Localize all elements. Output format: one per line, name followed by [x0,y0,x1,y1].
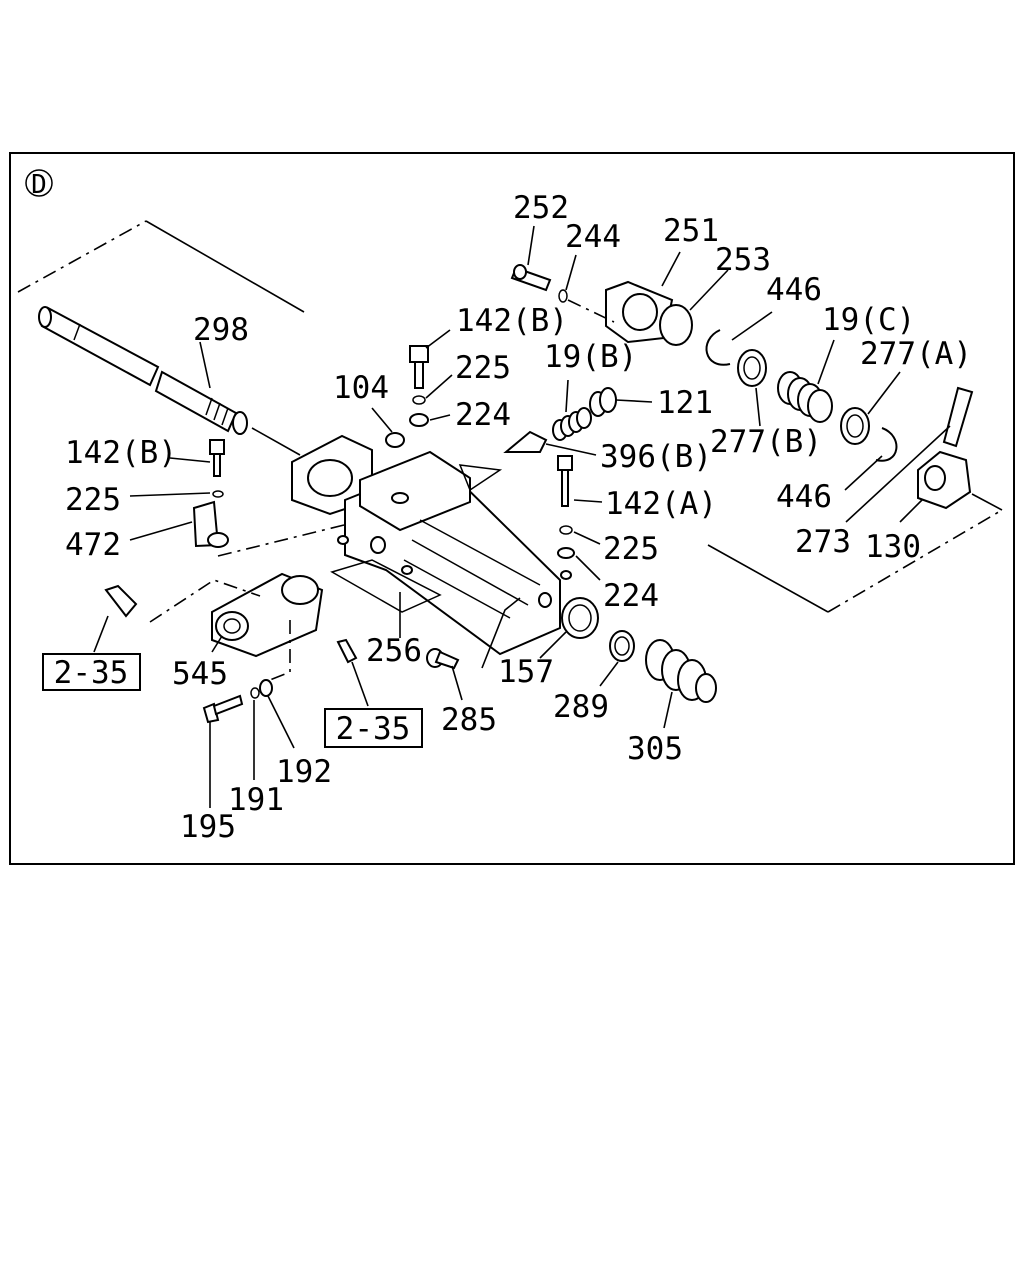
callout-289: 289 [553,689,609,725]
callout-191: 191 [228,782,284,818]
seal-289 [609,630,635,662]
bolt-285 [426,648,460,670]
seal-277a [840,407,870,445]
callout-472: 472 [65,527,121,563]
connector-line-left [149,579,261,623]
oring-253 [659,304,693,346]
spring-19b [552,407,592,441]
bolt-195 [202,694,244,724]
bolt-252 [510,264,552,292]
reference-box-left[interactable]: 2-35 [42,653,141,691]
callout-251: 251 [663,213,719,249]
svg-text:2-35: 2-35 [336,711,411,747]
callout-121: 121 [657,385,713,421]
callout-225-right: 225 [603,531,659,567]
callout-446-upper: 446 [766,272,822,308]
connector-fitting [336,638,358,664]
washer-225-left [212,490,224,498]
callout-256: 256 [366,633,422,669]
right-group-outline [707,493,1003,613]
snap-ring-446-lower [875,427,898,462]
callout-19c: 19(C) [822,302,915,338]
washer-225-right [559,525,573,535]
callout-142b-left: 142(B) [65,435,177,471]
plug-121 [589,387,617,417]
bolt-142b-top [409,345,429,389]
callout-225-top: 225 [455,350,511,386]
shaft-298 [38,306,301,456]
callout-104: 104 [333,370,389,406]
callout-545: 545 [172,656,228,692]
washer-225-top [412,395,426,405]
callout-142b-top: 142(B) [456,303,568,339]
callout-285: 285 [441,702,497,738]
callout-277b: 277(B) [710,424,822,460]
bracket-472 [192,500,229,548]
svg-text:D: D [31,170,47,200]
callout-298: 298 [193,312,249,348]
shaft-group-outline [17,220,305,313]
bolt-142a [557,455,573,507]
callout-labels: 252 244 251 253 446 19(C) 277(A) 142(B) … [65,190,972,845]
washer-224-right [557,547,575,559]
callout-305: 305 [627,731,683,767]
callout-224-top: 224 [455,397,511,433]
valve-block-545 [211,572,324,658]
callout-142a: 142(A) [605,486,717,522]
elbow-fitting [104,584,138,618]
callout-224-right: 224 [603,578,659,614]
callout-244: 244 [565,219,621,255]
reference-box-center[interactable]: 2-35 [324,708,423,748]
bolt-142b-left [209,439,225,477]
plug-104 [385,432,405,448]
washer-224-top [409,413,429,427]
housing-130 [917,450,972,510]
connector-line-285 [481,597,521,669]
boot-305 [645,639,717,703]
snap-ring-446-upper [705,329,731,366]
callout-277a: 277(A) [860,336,972,372]
callout-157: 157 [498,654,554,690]
spring-19c [777,371,833,423]
flange-251 [605,280,674,344]
callout-253: 253 [715,242,771,278]
washer-192 [259,679,273,697]
callout-396b: 396(B) [600,439,712,475]
housing-256 [291,434,599,656]
callout-195: 195 [180,809,236,845]
callout-446-lower: 446 [776,479,832,515]
callout-192: 192 [276,754,332,790]
connector-line-lower [269,620,291,681]
section-marker: D [25,169,53,200]
callout-273: 273 [795,524,851,560]
svg-text:2-35: 2-35 [54,655,129,691]
valve-396b [503,430,548,453]
callout-225-left: 225 [65,482,121,518]
connector-line-bracket [217,524,345,557]
seal-277b [737,349,767,387]
callout-130: 130 [865,529,921,565]
leader-lines [93,225,951,808]
callout-252: 252 [513,190,569,226]
callout-19b: 19(B) [544,339,637,375]
washer-244 [558,289,615,323]
washer-191 [250,687,260,699]
diagram-frame [9,152,1015,865]
pin-273 [942,386,974,448]
